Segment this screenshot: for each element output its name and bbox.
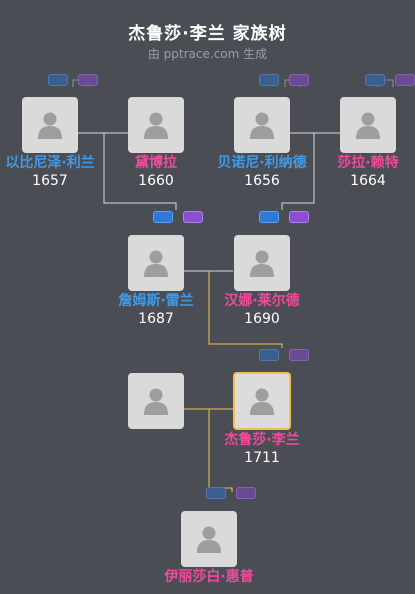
descent-line-jerusha <box>208 271 283 348</box>
person-card-spouse[interactable] <box>128 373 184 429</box>
person-name: 伊丽莎白·惠普 <box>164 569 254 585</box>
person-silhouette-icon <box>38 112 62 139</box>
father-toggle-button[interactable] <box>153 211 173 223</box>
person-card-deborah[interactable] <box>128 97 184 153</box>
mother-toggle-button[interactable] <box>289 74 309 86</box>
person-name: 杰鲁莎·李兰 <box>224 432 300 448</box>
person-birth-year: 1657 <box>32 173 68 189</box>
mother-toggle-button[interactable] <box>236 487 256 499</box>
father-toggle-button[interactable] <box>259 74 279 86</box>
father-toggle-button[interactable] <box>259 211 279 223</box>
person-card-jerusha[interactable] <box>233 372 291 430</box>
person-card-sarah[interactable] <box>340 97 396 153</box>
person-birth-year: 1690 <box>244 311 280 327</box>
person-birth-year: 1656 <box>244 173 280 189</box>
mother-toggle-button[interactable] <box>78 74 98 86</box>
person-birth-year: 1711 <box>244 450 280 466</box>
person-name: 贝诺尼·利纳德 <box>217 155 307 171</box>
person-name: 黛博拉 <box>135 155 177 171</box>
person-birth-year: 1687 <box>138 311 174 327</box>
person-silhouette-icon <box>356 112 380 139</box>
person-name: 莎拉·赖特 <box>337 155 399 171</box>
father-toggle-button[interactable] <box>206 487 226 499</box>
person-silhouette-icon <box>250 250 274 277</box>
person-silhouette-icon <box>144 112 168 139</box>
person-card-elizabeth[interactable] <box>181 511 237 567</box>
person-card-hannah[interactable] <box>234 235 290 291</box>
descent-line-hannah <box>281 133 315 210</box>
person-silhouette-icon <box>197 526 221 553</box>
person-card-ebenezer[interactable] <box>22 97 78 153</box>
person-birth-year: 1664 <box>350 173 386 189</box>
person-silhouette-icon <box>144 388 168 415</box>
mother-toggle-button[interactable] <box>183 211 203 223</box>
person-name: 汉娜·莱尔德 <box>224 293 300 309</box>
father-toggle-button[interactable] <box>259 349 279 361</box>
person-card-benoni[interactable] <box>234 97 290 153</box>
page-title: 杰鲁莎·李兰 家族树 <box>128 24 287 44</box>
person-name: 以比尼泽·利兰 <box>5 155 95 171</box>
person-silhouette-icon <box>250 388 274 415</box>
mother-toggle-button[interactable] <box>395 74 415 86</box>
father-toggle-button[interactable] <box>48 74 68 86</box>
person-silhouette-icon <box>250 112 274 139</box>
mother-toggle-button[interactable] <box>289 349 309 361</box>
page-subtitle: 由 pptrace.com 生成 <box>147 47 268 61</box>
person-silhouette-icon <box>144 250 168 277</box>
father-toggle-button[interactable] <box>365 74 385 86</box>
mother-toggle-button[interactable] <box>289 211 309 223</box>
person-card-james[interactable] <box>128 235 184 291</box>
descent-line-james <box>103 133 177 210</box>
person-name: 詹姆斯·雷兰 <box>118 293 194 309</box>
person-birth-year: 1660 <box>138 173 174 189</box>
